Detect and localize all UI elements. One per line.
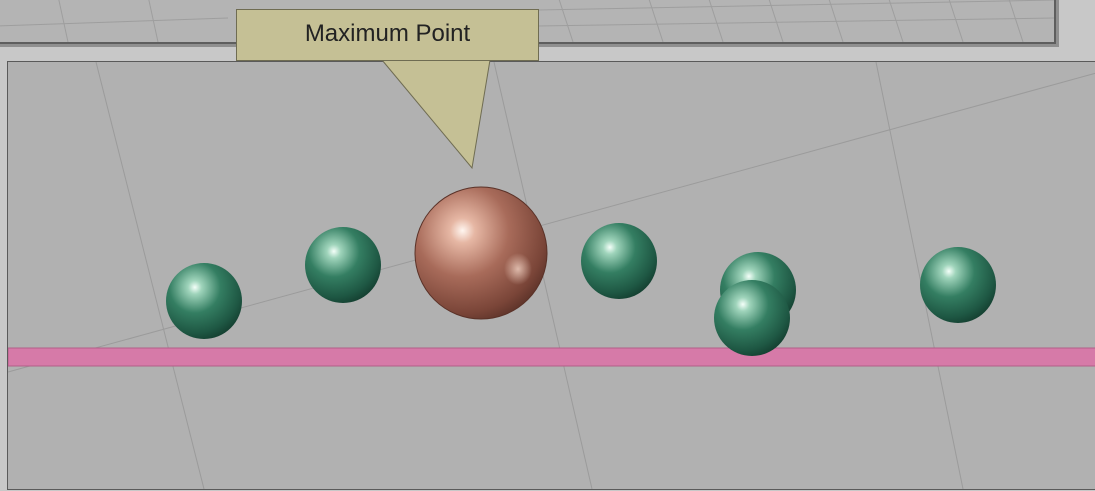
sphere-2[interactable] [305,227,381,303]
sphere-1[interactable] [166,263,242,339]
sphere-4-front[interactable] [714,280,790,356]
axis-track [8,347,1095,367]
maximum-point-callout: Maximum Point [236,9,539,61]
scene-canvas [8,62,1095,489]
callout-label: Maximum Point [304,20,471,47]
sphere-5[interactable] [920,247,996,323]
sphere-3[interactable] [581,223,657,299]
3d-viewport[interactable] [7,61,1095,490]
sphere-maximum[interactable] [414,186,548,320]
top-grid [0,0,1054,42]
